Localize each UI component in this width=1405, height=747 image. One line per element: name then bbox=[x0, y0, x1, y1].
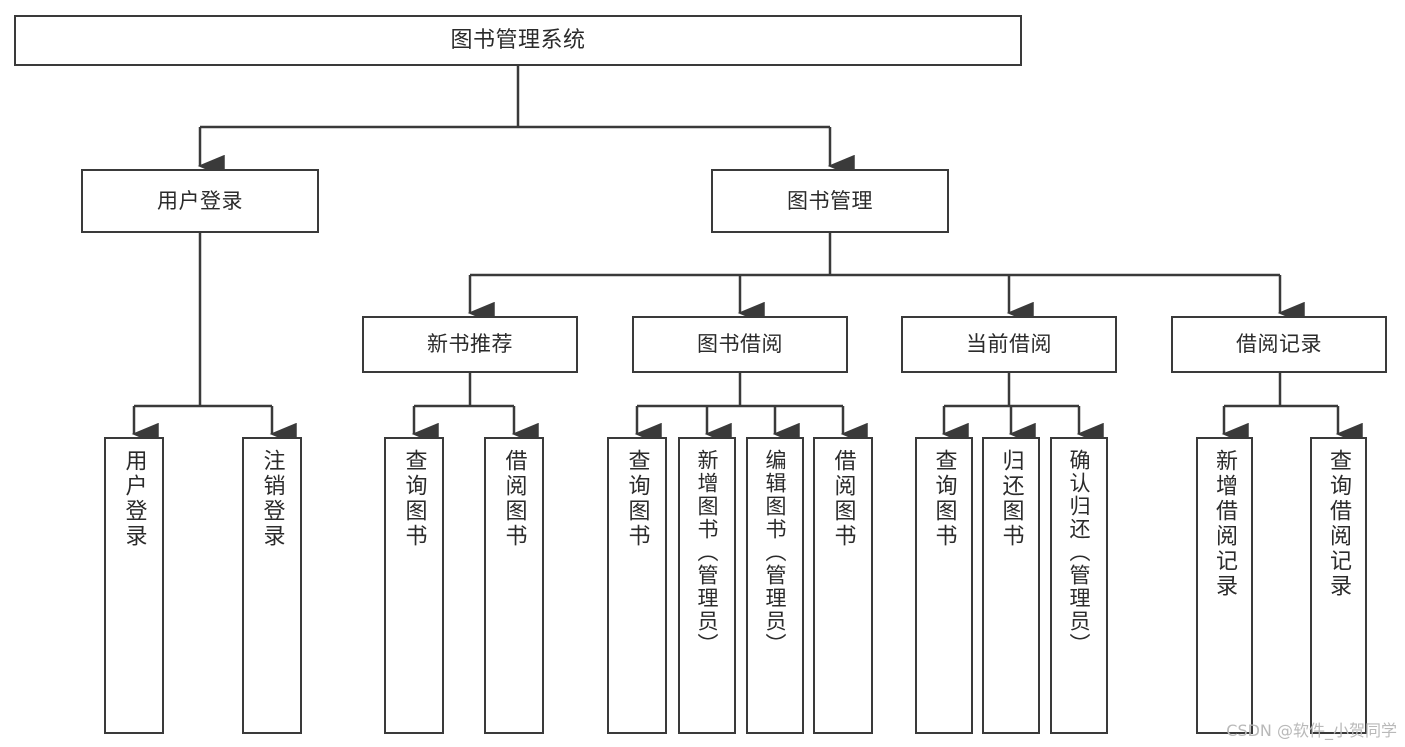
node-label: 图书借阅 bbox=[697, 332, 783, 357]
leaf-edit-book-admin[interactable]: 编辑图书（管理员） bbox=[746, 437, 804, 734]
leaf-query-book-current[interactable]: 查询图书 bbox=[915, 437, 973, 734]
node-label: 新增图书（管理员） bbox=[695, 449, 720, 656]
node-label: 查询图书 bbox=[624, 449, 650, 549]
node-label: 当前借阅 bbox=[966, 332, 1052, 357]
node-label: 借阅图书 bbox=[501, 449, 527, 549]
leaf-return-book[interactable]: 归还图书 bbox=[982, 437, 1040, 734]
node-book-borrow[interactable]: 图书借阅 bbox=[632, 316, 848, 373]
node-new-book-recommend[interactable]: 新书推荐 bbox=[362, 316, 578, 373]
node-label: 图书管理系统 bbox=[450, 27, 586, 53]
leaf-confirm-return-admin[interactable]: 确认归还（管理员） bbox=[1050, 437, 1108, 734]
leaf-borrow-book[interactable]: 借阅图书 bbox=[813, 437, 873, 734]
leaf-query-book-borrow[interactable]: 查询图书 bbox=[607, 437, 667, 734]
node-label: 归还图书 bbox=[998, 449, 1024, 549]
node-book-management[interactable]: 图书管理 bbox=[711, 169, 949, 233]
node-label: 借阅记录 bbox=[1236, 332, 1322, 357]
leaf-logout-login[interactable]: 注销登录 bbox=[242, 437, 302, 734]
node-label: 查询借阅记录 bbox=[1326, 449, 1352, 599]
csdn-watermark: CSDN @软件_小贺同学 bbox=[1226, 721, 1397, 740]
node-label: 用户登录 bbox=[157, 188, 243, 213]
leaf-user-login[interactable]: 用户登录 bbox=[104, 437, 164, 734]
leaf-borrow-book-recommend[interactable]: 借阅图书 bbox=[484, 437, 544, 734]
node-current-borrow[interactable]: 当前借阅 bbox=[901, 316, 1117, 373]
node-label: 确认归还（管理员） bbox=[1067, 449, 1092, 656]
node-label: 图书管理 bbox=[787, 188, 873, 213]
node-label: 查询图书 bbox=[931, 449, 957, 549]
node-label: 新增借阅记录 bbox=[1212, 449, 1238, 599]
node-borrow-record[interactable]: 借阅记录 bbox=[1171, 316, 1387, 373]
leaf-query-borrow-record[interactable]: 查询借阅记录 bbox=[1310, 437, 1367, 734]
node-label: 查询图书 bbox=[401, 449, 427, 549]
node-user-login[interactable]: 用户登录 bbox=[81, 169, 319, 233]
node-label: 编辑图书（管理员） bbox=[763, 449, 788, 656]
node-label: 用户登录 bbox=[121, 449, 147, 549]
leaf-add-borrow-record[interactable]: 新增借阅记录 bbox=[1196, 437, 1253, 734]
leaf-add-book-admin[interactable]: 新增图书（管理员） bbox=[678, 437, 736, 734]
node-label: 新书推荐 bbox=[427, 332, 513, 357]
node-root-book-management-system[interactable]: 图书管理系统 bbox=[14, 15, 1022, 66]
node-label: 注销登录 bbox=[259, 449, 285, 549]
node-label: 借阅图书 bbox=[830, 449, 856, 549]
leaf-query-book-recommend[interactable]: 查询图书 bbox=[384, 437, 444, 734]
